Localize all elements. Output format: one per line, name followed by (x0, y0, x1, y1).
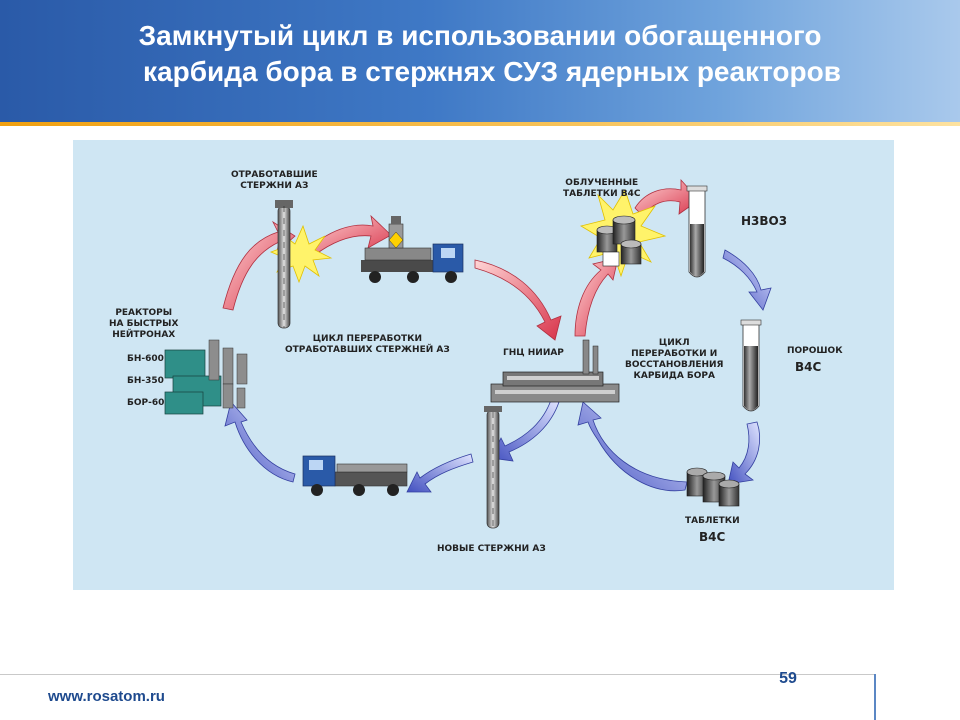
arrow-newrods-to-truck (406, 453, 474, 493)
label-bor60: БОР-60 (127, 398, 165, 408)
label-bn600: БН-600 (127, 354, 164, 364)
arrow-truck-to-reactor (224, 401, 296, 483)
title-line-2: карбида бора в стержнях СУЗ ядерных реак… (143, 56, 841, 87)
footer-url: www.rosatom.ru (48, 688, 165, 705)
label-bn350: БН-350 (127, 376, 164, 386)
h3bo3-test-tube (686, 185, 708, 278)
label-gnc: ГНЦ НИИАР (503, 348, 564, 358)
cycle-diagram: ОТРАБОТАВШИЕ СТЕРЖНИ АЗ ОБЛУЧЕННЫЕ ТАБЛЕ… (73, 140, 894, 590)
page-number: 59 (779, 670, 797, 687)
title-line-1: Замкнутый цикл в использовании обогащенн… (138, 20, 822, 51)
slide-title: Замкнутый цикл в использовании обогащенн… (0, 18, 960, 90)
header-accent-line (0, 122, 960, 126)
diagram-graphics (164, 178, 772, 529)
arrow-h3bo3-to-powder (722, 249, 772, 311)
label-new-rods: НОВЫЕ СТЕРЖНИ АЗ (437, 544, 546, 554)
label-cycle-rods: ЦИКЛ ПЕРЕРАБОТКИ ОТРАБОТАВШИХ СТЕРЖНЕЙ А… (285, 334, 450, 355)
arrow-reactor-to-rods (222, 220, 296, 311)
label-pellets-formula: B4C (699, 530, 726, 544)
powder-test-tube (740, 319, 762, 412)
arrow-gnc-to-pellets (574, 257, 619, 337)
arrow-pellets-to-gnc (577, 401, 688, 492)
arrow-truck-to-gnc (474, 259, 562, 341)
label-cycle-b4c: ЦИКЛ ПЕРЕРАБОТКИ И ВОССТАНОВЛЕНИЯ КАРБИД… (625, 338, 724, 381)
factory-gnc-niiar (490, 339, 620, 403)
label-powder: ПОРОШОК (787, 346, 843, 356)
irradiated-pellets-group (596, 215, 642, 267)
label-spent-rods: ОТРАБОТАВШИЕ СТЕРЖНИ АЗ (231, 170, 318, 191)
label-irradiated-pellets: ОБЛУЧЕННЫЕ ТАБЛЕТКИ B4C (563, 178, 641, 199)
label-h3bo3: H3BO3 (741, 214, 788, 228)
truck-top (361, 216, 464, 283)
label-reactors: РЕАКТОРЫ НА БЫСТРЫХ НЕЙТРОНАХ (109, 308, 179, 340)
new-rod (484, 406, 502, 529)
b4c-pellets-group (686, 467, 740, 507)
label-pellets: ТАБЛЕТКИ (685, 516, 740, 526)
reactors-group (164, 339, 248, 415)
truck-bottom (302, 455, 408, 496)
header-banner (0, 0, 960, 122)
footer-vertical-divider (874, 674, 876, 720)
arrow-rods-to-truck (304, 214, 392, 259)
footer-divider (0, 674, 874, 675)
label-powder-formula: B4C (795, 360, 822, 374)
arrow-powder-to-pellets (727, 421, 761, 485)
